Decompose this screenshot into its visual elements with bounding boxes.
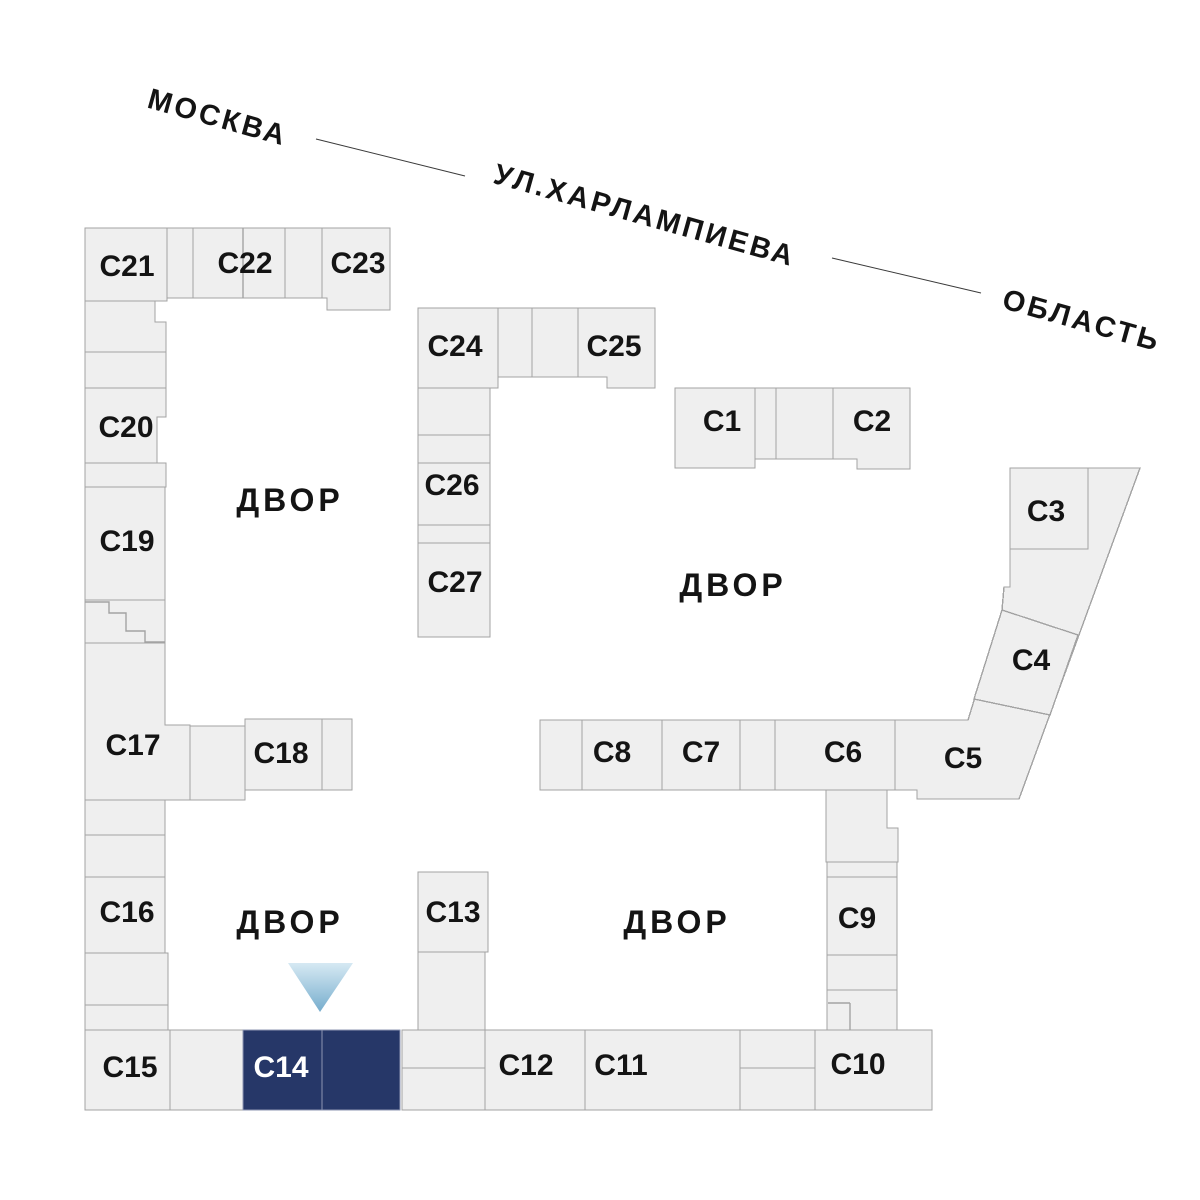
- plot-divider: [85, 601, 165, 643]
- building-label-c1: С1: [703, 405, 741, 438]
- building-c24[interactable]: [417, 307, 499, 389]
- building-c23[interactable]: [321, 227, 391, 311]
- plot-segment: [84, 462, 167, 488]
- building-c27[interactable]: [417, 542, 491, 638]
- building-c15[interactable]: [84, 1029, 171, 1111]
- building-c2[interactable]: [832, 387, 911, 470]
- building-c25[interactable]: [577, 307, 656, 389]
- building-c18[interactable]: [244, 718, 323, 791]
- plot-segment: [401, 1029, 486, 1069]
- plot-segment: [84, 599, 166, 645]
- plot-segment: [826, 989, 898, 1031]
- building-c14-wing: [321, 1029, 401, 1111]
- plot-segment: [739, 719, 776, 791]
- building-label-c14: С14: [253, 1051, 308, 1084]
- plot-segment: [826, 954, 898, 991]
- building-label-c24: С24: [427, 330, 482, 363]
- plot-segment: [189, 725, 246, 801]
- courtyard-bottom-right-label: ДВОР: [623, 904, 730, 940]
- building-label-c18: С18: [253, 737, 308, 770]
- plot-segment: [775, 387, 834, 460]
- building-label-c5: С5: [944, 742, 982, 775]
- building-c13[interactable]: [417, 871, 489, 953]
- building-label-c26: С26: [424, 469, 479, 502]
- courtyard-bottom-left-label: ДВОР: [236, 904, 343, 940]
- building-c1[interactable]: [674, 387, 756, 469]
- building-c8[interactable]: [581, 719, 663, 791]
- plot-segment: [321, 718, 353, 791]
- building-label-c21: С21: [99, 250, 154, 283]
- plot-segment: [825, 789, 899, 863]
- building-label-c11: С11: [594, 1049, 647, 1082]
- building-c19[interactable]: [84, 486, 166, 601]
- building-label-c25: С25: [586, 330, 641, 363]
- building-label-c9: С9: [838, 902, 876, 935]
- plot-segment: [739, 1029, 818, 1069]
- building-label-c15: С15: [102, 1051, 157, 1084]
- building-label-c16: С16: [99, 896, 154, 929]
- plot-segment: [539, 719, 583, 791]
- building-c10[interactable]: [814, 1029, 933, 1111]
- building-label-c22: С22: [217, 247, 272, 280]
- building-label-c17: С17: [105, 729, 160, 762]
- building-c21[interactable]: [84, 227, 168, 302]
- building-label-c10: С10: [830, 1048, 885, 1081]
- plot-segment: [166, 227, 194, 299]
- courtyard-top-right-label: ДВОР: [679, 567, 786, 603]
- street-connector-line: [315, 138, 466, 177]
- building-c14[interactable]: [242, 1029, 323, 1111]
- selected-building-marker-icon: [288, 963, 353, 1012]
- plot-segment: [739, 1067, 818, 1111]
- plot-segment: [169, 1029, 244, 1111]
- building-c22[interactable]: [192, 227, 286, 299]
- building-label-c6: С6: [824, 736, 862, 769]
- courtyard-top-left-label: ДВОР: [236, 482, 343, 518]
- plot-segment: [497, 307, 533, 378]
- plot-segment: [284, 227, 323, 299]
- plot-segment: [826, 861, 898, 878]
- building-c11[interactable]: [584, 1029, 741, 1111]
- plot-segment: [84, 1004, 169, 1031]
- plot-segment: [84, 351, 167, 389]
- building-label-c3: С3: [1027, 495, 1065, 528]
- building-label-c19: С19: [99, 525, 154, 558]
- building-label-c4: С4: [1012, 644, 1051, 677]
- plot-segment: [417, 951, 486, 1031]
- plot-segment: [531, 307, 579, 378]
- building-label-c12: С12: [498, 1049, 553, 1082]
- plot-segment: [84, 799, 166, 836]
- plot-segment: [401, 1067, 486, 1111]
- building-c6[interactable]: [774, 719, 896, 791]
- plot-segment: [417, 434, 491, 464]
- building-c9[interactable]: [826, 876, 898, 956]
- building-label-c7: С7: [682, 736, 720, 769]
- plot-segment: [754, 387, 777, 460]
- plot-segment: [417, 387, 491, 436]
- building-c16[interactable]: [84, 876, 166, 954]
- plot-segment: [84, 834, 166, 878]
- building-c3[interactable]: [1009, 467, 1089, 550]
- building-c12[interactable]: [484, 1029, 586, 1111]
- building-label-c2: С2: [853, 405, 891, 438]
- plot-segment: [417, 524, 491, 544]
- building-label-c13: С13: [425, 896, 480, 929]
- street-connector-line: [831, 257, 982, 294]
- building-label-c8: С8: [593, 736, 631, 769]
- plot-segment: [84, 300, 167, 353]
- building-c4[interactable]: [973, 609, 1079, 716]
- building-label-c27: С27: [427, 566, 482, 599]
- plot-segment: [84, 952, 169, 1006]
- building-label-c23: С23: [330, 247, 385, 280]
- building-label-c20: С20: [98, 411, 153, 444]
- building-c7[interactable]: [661, 719, 741, 791]
